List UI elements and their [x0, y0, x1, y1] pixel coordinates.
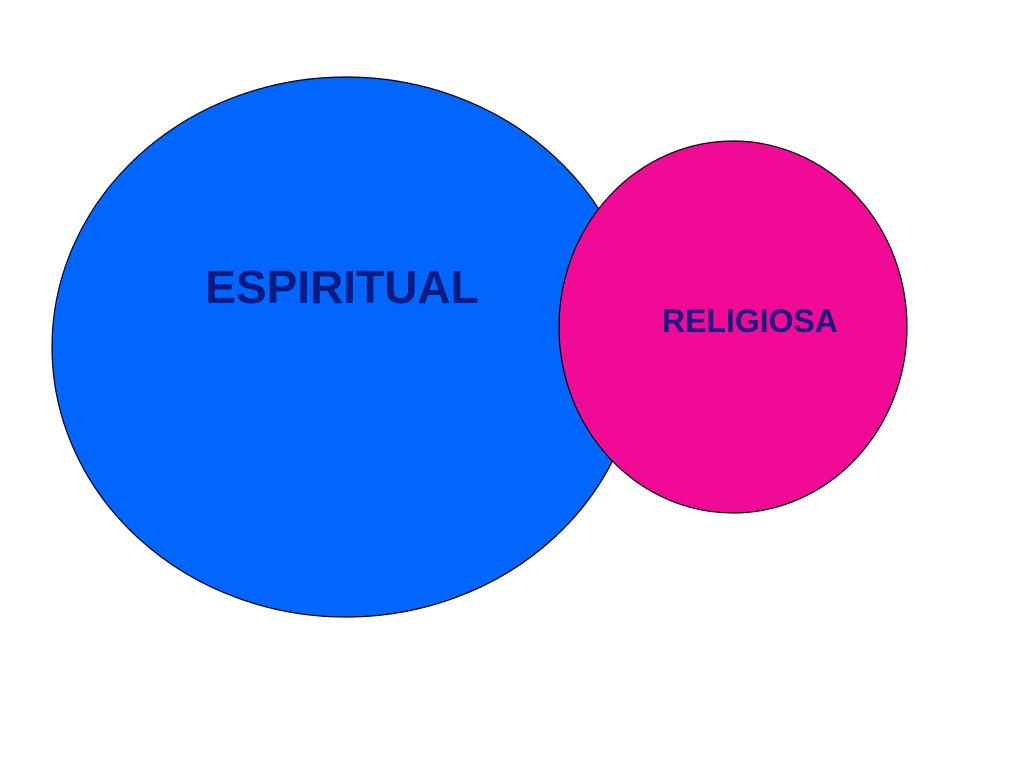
espiritual-circle — [51, 76, 641, 618]
religiosa-circle — [558, 140, 908, 514]
espiritual-label: ESPIRITUAL — [205, 261, 478, 313]
religiosa-label: RELIGIOSA — [662, 303, 838, 339]
